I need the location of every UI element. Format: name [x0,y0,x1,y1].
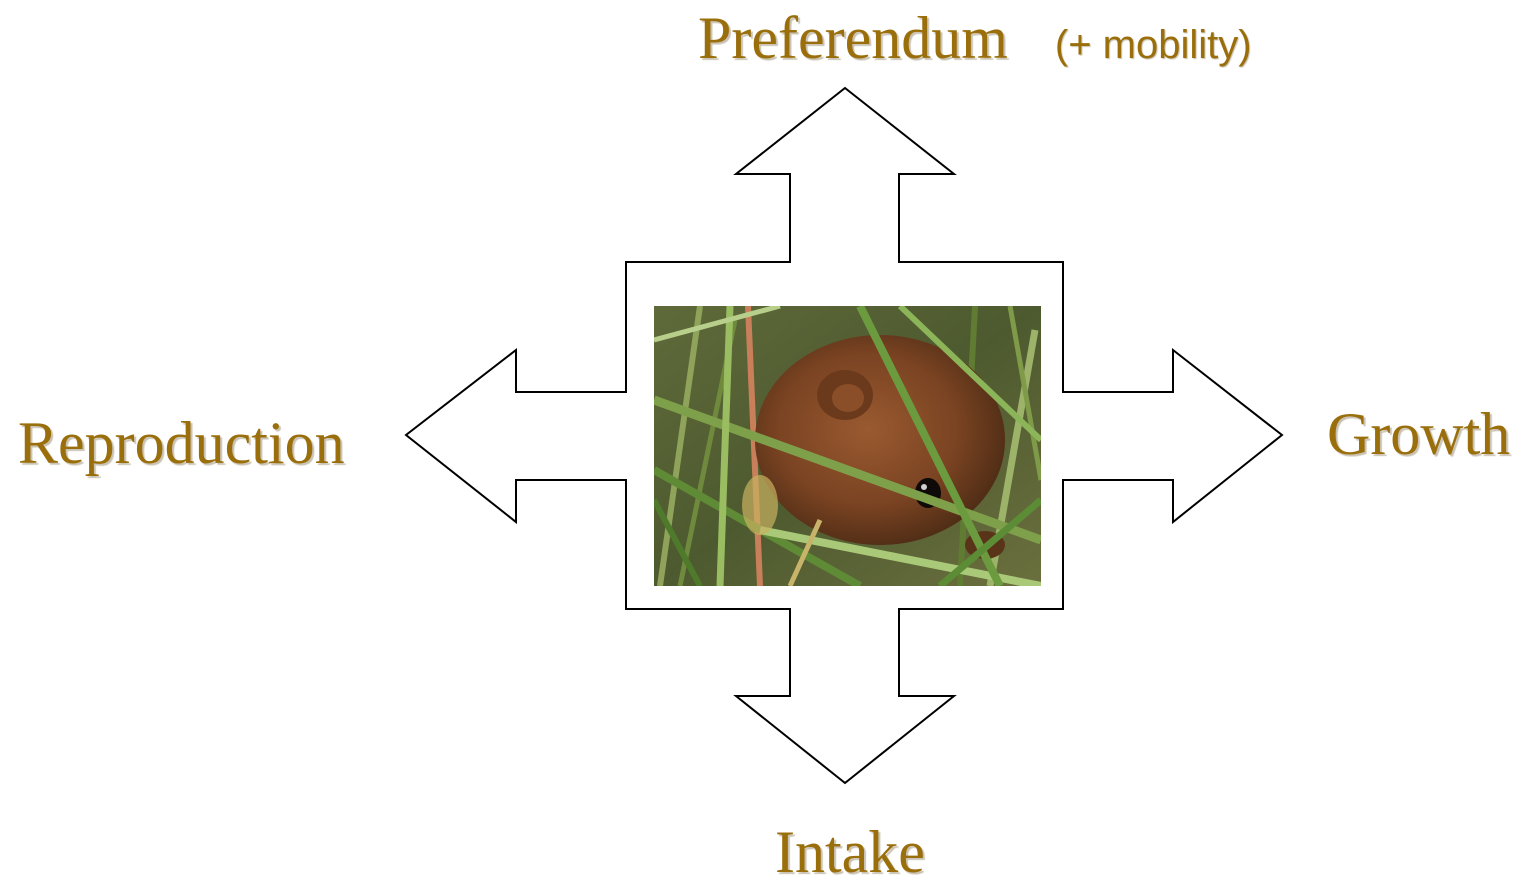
label-top-sub: (+ mobility) [1054,23,1252,67]
label-left: Reproduction [18,410,345,476]
label-top-main: Preferendum [698,5,1008,71]
label-bottom: Intake [775,819,925,877]
label-top: Preferendum (+ mobility) [698,8,1252,68]
label-right: Growth [1327,401,1511,467]
vole-photo [654,306,1041,586]
vole-body [755,335,1005,545]
